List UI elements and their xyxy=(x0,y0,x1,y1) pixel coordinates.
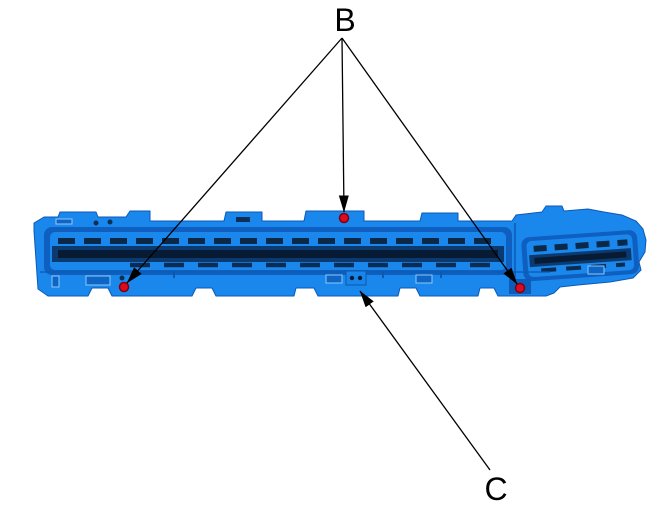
part-channel-main xyxy=(44,227,512,275)
channel-dark-core xyxy=(58,250,498,258)
part-slot xyxy=(587,265,605,275)
channel-dark-core xyxy=(534,251,627,264)
label-layer: B C xyxy=(334,2,507,507)
rail-tick xyxy=(440,271,442,278)
fastener-dot-b xyxy=(118,281,130,293)
part-hole xyxy=(107,219,113,225)
callout-arrow-b xyxy=(338,37,349,213)
part-slot xyxy=(55,218,73,225)
fastener-dot-b xyxy=(338,212,350,224)
rail-tick xyxy=(173,271,175,278)
part-slot xyxy=(325,274,343,284)
part-slot xyxy=(51,275,60,288)
fastener-layer xyxy=(118,212,526,294)
part-hole xyxy=(93,220,99,226)
clip-c xyxy=(345,270,367,286)
clip-body xyxy=(345,270,367,286)
part-illustration xyxy=(33,205,647,297)
clip-hole xyxy=(349,275,355,281)
part-hole xyxy=(119,275,125,281)
callout-arrow-c xyxy=(359,290,491,471)
callout-arrow-b xyxy=(341,37,518,285)
part-slot xyxy=(415,274,433,284)
part-slot xyxy=(236,217,250,222)
part-slot xyxy=(85,275,111,286)
callout-layer xyxy=(126,37,518,471)
callout-label-c: C xyxy=(484,471,507,507)
rail-tick xyxy=(382,271,384,278)
fastener-dot-b xyxy=(514,282,526,294)
callout-label-b: B xyxy=(334,2,355,38)
clip-hole xyxy=(357,275,363,281)
callout-arrow-b xyxy=(126,37,343,284)
channel-slot-row-top xyxy=(533,239,628,252)
channel-slot-row-bottom xyxy=(541,262,626,273)
part-channel-right xyxy=(521,230,640,282)
